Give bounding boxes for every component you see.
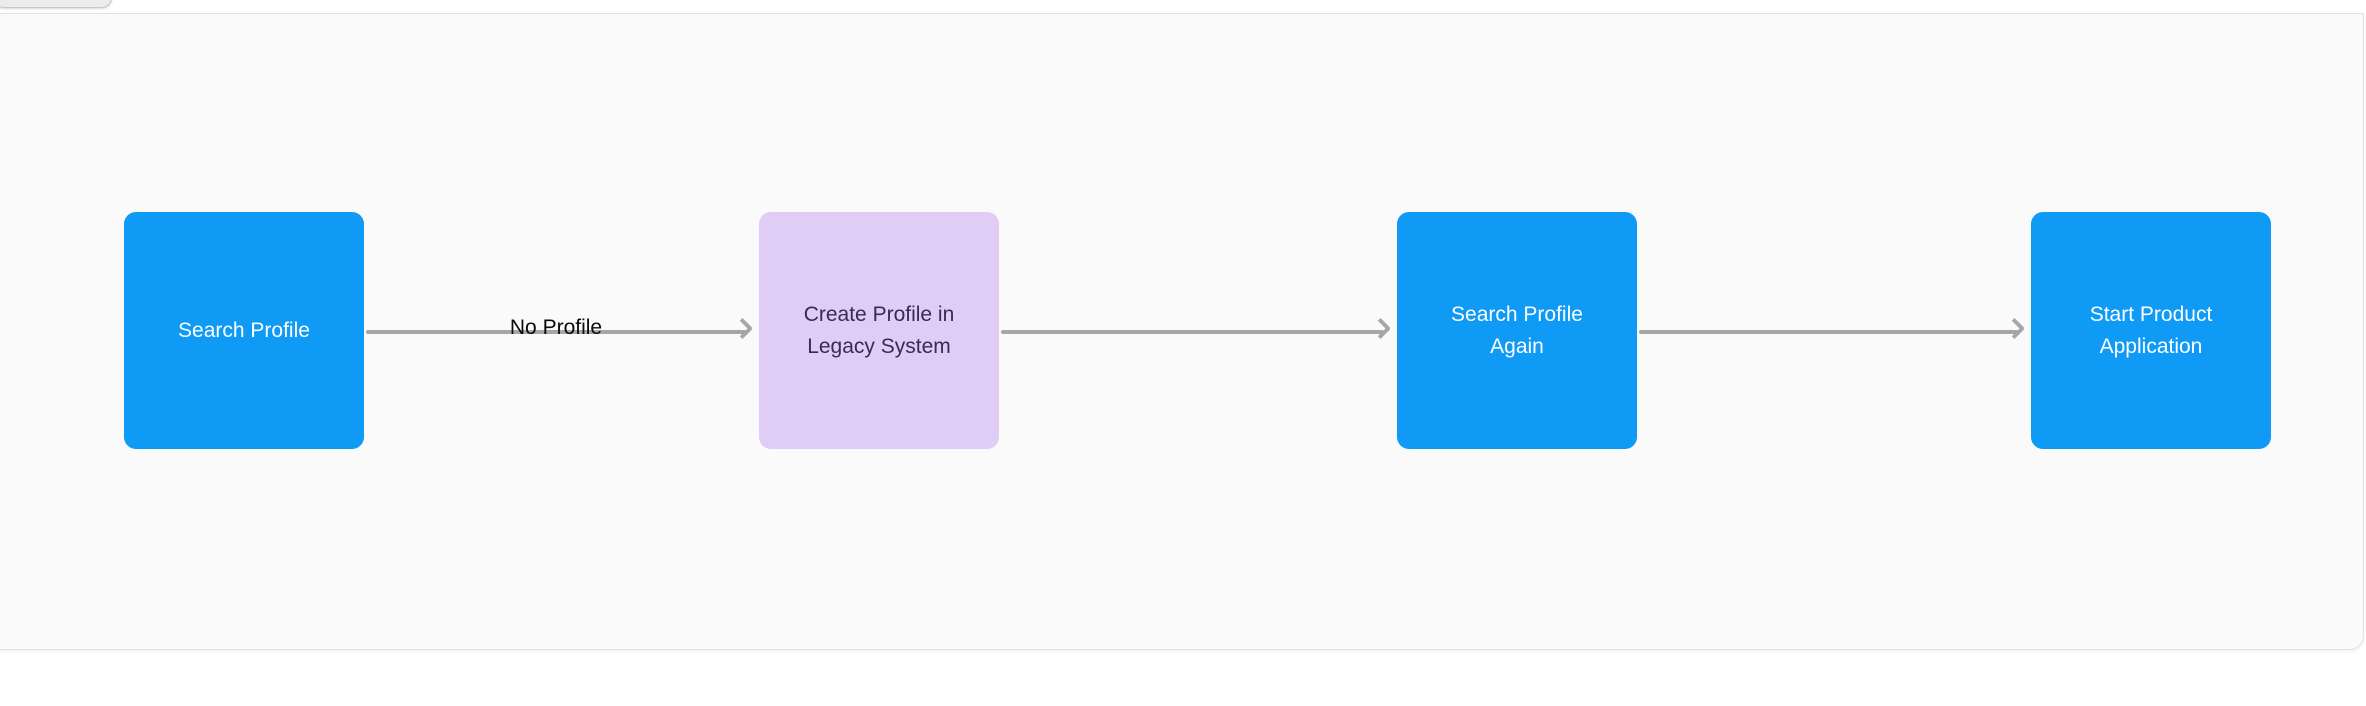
arrowhead-icon <box>1369 317 1392 340</box>
node-label: Search Profile Again <box>1451 302 1583 358</box>
node-label: Search Profile <box>178 318 310 342</box>
edge-label-no-profile[interactable]: No Profile <box>509 316 603 339</box>
edge-create-to-search-again[interactable] <box>1001 317 1392 340</box>
top-bar <box>0 0 2366 13</box>
flow-node-start-product-application[interactable]: Start Product Application <box>2031 212 2271 449</box>
node-label: Start Product Application <box>2089 302 2213 358</box>
edge-search-to-create[interactable]: No Profile <box>366 316 754 340</box>
flow-node-create-profile[interactable]: Create Profile in Legacy System <box>759 212 999 449</box>
arrowhead-icon <box>2003 317 2026 340</box>
node-label: Create Profile in Legacy System <box>803 302 955 358</box>
frame-tab[interactable] <box>0 0 112 8</box>
edge-search-again-to-start[interactable] <box>1639 317 2026 340</box>
flow-node-search-profile[interactable]: Search Profile <box>124 212 364 449</box>
flow-node-search-profile-again[interactable]: Search Profile Again <box>1397 212 1637 449</box>
